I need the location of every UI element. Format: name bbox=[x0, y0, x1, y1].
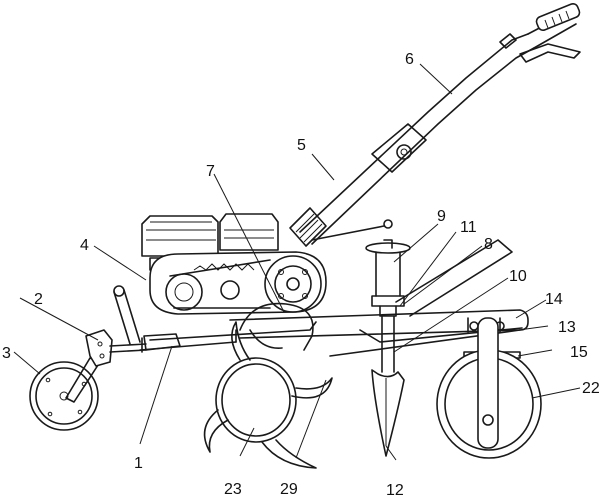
belt-drive bbox=[149, 251, 327, 315]
label-7: 7 bbox=[206, 163, 215, 180]
label-5: 5 bbox=[297, 137, 306, 154]
label-12: 12 bbox=[386, 482, 404, 499]
rear-wheel-assembly bbox=[436, 317, 542, 459]
label-4: 4 bbox=[80, 237, 89, 254]
label-6: 6 bbox=[405, 51, 414, 68]
handlebar bbox=[299, 2, 581, 245]
label-13: 13 bbox=[558, 319, 576, 336]
grip-icon bbox=[535, 2, 581, 32]
label-1: 1 bbox=[134, 455, 143, 472]
label-3: 3 bbox=[2, 345, 11, 362]
label-10: 10 bbox=[509, 268, 527, 285]
label-8: 8 bbox=[484, 236, 493, 253]
label-15: 15 bbox=[570, 344, 588, 361]
label-14: 14 bbox=[545, 291, 563, 308]
label-22: 22 bbox=[582, 380, 600, 397]
furrow-opener bbox=[371, 315, 405, 457]
label-23: 23 bbox=[224, 481, 242, 498]
label-9: 9 bbox=[437, 208, 446, 225]
hopper bbox=[365, 239, 411, 317]
reference-numerals: 1 2 3 4 5 6 7 8 9 10 11 12 13 14 15 22 2… bbox=[2, 51, 600, 499]
tiller-hood bbox=[239, 302, 314, 351]
label-11: 11 bbox=[460, 219, 477, 236]
label-29: 29 bbox=[280, 481, 298, 498]
leader-lines bbox=[13, 63, 581, 461]
tiller-rotor bbox=[203, 321, 333, 469]
front-wheel-assembly bbox=[29, 285, 181, 431]
label-2: 2 bbox=[34, 291, 43, 308]
handle-mount bbox=[289, 123, 427, 247]
